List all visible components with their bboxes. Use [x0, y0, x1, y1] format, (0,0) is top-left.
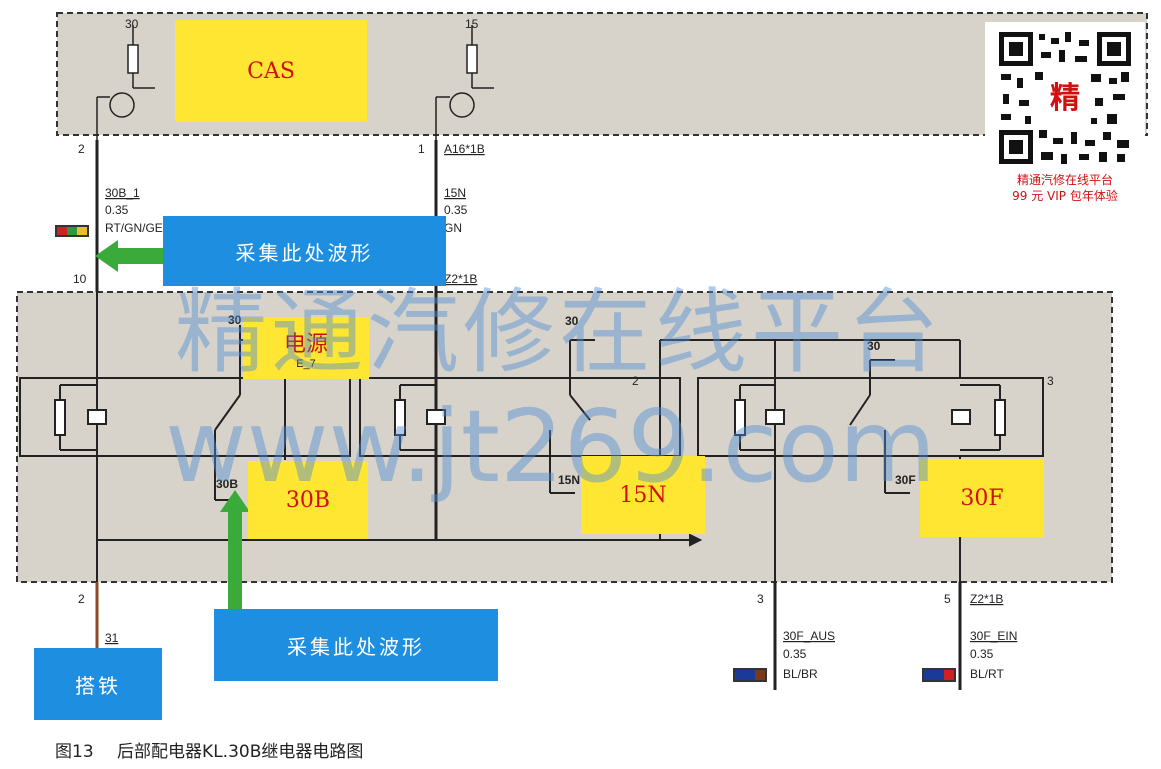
- w3-color: BL/BR: [783, 667, 818, 681]
- r3-supply: 30: [867, 339, 881, 353]
- callout-ground: 搭铁: [34, 648, 162, 720]
- cas-terminal-left: 30: [125, 17, 139, 31]
- qr-caption-1: 精通汽修在线平台: [1016, 173, 1113, 187]
- cas-terminal-right: 15: [465, 17, 479, 31]
- ground-name: 31: [105, 631, 119, 645]
- out-30b-label: 30B: [248, 461, 368, 539]
- green-arrow-left: [95, 240, 168, 272]
- cas-transistor-right: [435, 25, 494, 140]
- ground-pin: 2: [78, 592, 85, 606]
- r2-out: 15N: [558, 473, 580, 487]
- w1-pin-top: 2: [78, 142, 85, 156]
- cas-transistor-left: [96, 25, 155, 140]
- qr-badge: 精: [1050, 81, 1080, 116]
- w1-color: RT/GN/GE: [105, 221, 163, 235]
- callout-bottom: 采集此处波形: [214, 609, 498, 681]
- w3-pin: 3: [757, 592, 764, 606]
- w2-gauge: 0.35: [444, 203, 468, 217]
- w1-gauge: 0.35: [105, 203, 129, 217]
- distribution-box: [16, 291, 1113, 583]
- power-sub-label: E_7: [296, 358, 316, 370]
- out-30f-label: 30F: [920, 459, 1044, 537]
- w4-connector: Z2*1B: [970, 592, 1003, 606]
- power-label: 电源: [283, 332, 328, 357]
- qr-caption-2: 99 元 VIP 包年体验: [1012, 189, 1118, 203]
- figure-title: 后部配电器KL.30B继电器电路图: [117, 742, 364, 762]
- r2-num: 2: [632, 374, 639, 388]
- w3-name: 30F_AUS: [783, 629, 835, 643]
- wire-color-swatch-4: [922, 668, 956, 682]
- relay-frame-1: [19, 377, 351, 457]
- callout-top: 采集此处波形: [163, 216, 446, 286]
- r2-supply: 30: [565, 314, 579, 328]
- wire-color-swatch-1: [55, 225, 89, 237]
- power-label-box: 电源 E_7: [243, 317, 369, 379]
- w3-gauge: 0.35: [783, 647, 807, 661]
- r3-num: 3: [1047, 374, 1054, 388]
- cas-module-label: CAS: [175, 20, 367, 122]
- green-arrow-up: [220, 490, 250, 610]
- w4-color: BL/RT: [970, 667, 1004, 681]
- qr-panel: 精 精通汽修在线平台 99 元 VIP 包年体验: [985, 22, 1145, 217]
- w2-color: GN: [444, 221, 462, 235]
- w2-connector-bottom: Z2*1B: [444, 272, 477, 286]
- w4-pin: 5: [944, 592, 951, 606]
- out-15n-label: 15N: [581, 456, 705, 534]
- relay-frame-2: [359, 377, 681, 457]
- r1-out: 30B: [216, 477, 238, 491]
- w2-pin-top: 1: [418, 142, 425, 156]
- w2-name: 15N: [444, 186, 466, 200]
- w2-connector: A16*1B: [444, 142, 485, 156]
- internal-wiring: [54, 292, 1006, 600]
- wire-color-swatch-3: [733, 668, 767, 682]
- w4-name: 30F_EIN: [970, 629, 1017, 643]
- r1-supply: 30: [228, 313, 242, 327]
- figure-caption: 图13 后部配电器KL.30B继电器电路图: [55, 737, 381, 762]
- w1-pin-bottom: 10: [73, 272, 87, 286]
- r3-out: 30F: [895, 473, 916, 487]
- figure-number: 图13: [55, 742, 94, 762]
- qr-code-icon: 精: [995, 28, 1135, 168]
- w4-gauge: 0.35: [970, 647, 994, 661]
- w1-name: 30B_1: [105, 186, 140, 200]
